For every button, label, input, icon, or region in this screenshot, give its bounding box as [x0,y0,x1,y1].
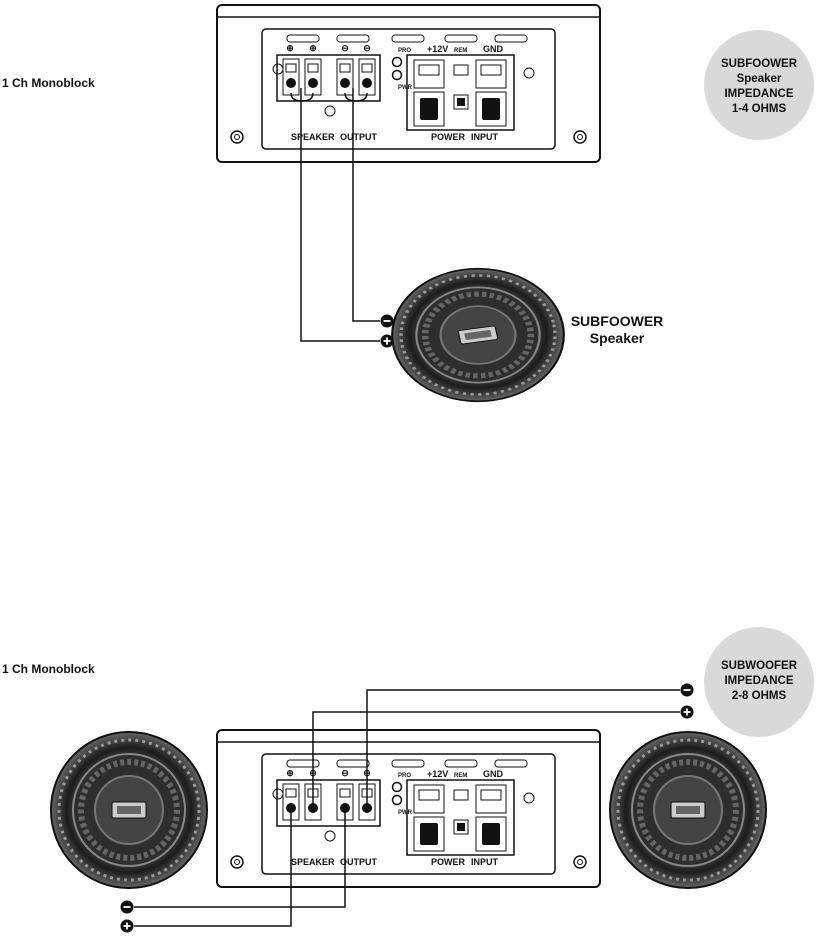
badge1-line2: Speaker [737,73,782,85]
amplifier-2: PRO PWR +12V REM GND SPEAKER OUTPUT POWE… [216,729,601,888]
gnd-label: GND [483,44,504,54]
speaker1-label-line2: Speaker [590,330,645,346]
speaker-terminal-label-2: SPEAKER [291,857,335,867]
pro-label: PRO [398,48,411,54]
badge1-line3: IMPEDANCE [724,88,793,100]
output-terminal-label-2: OUTPUT [340,857,378,867]
wires-1 [300,88,380,342]
negative-terminal-icon [379,313,395,329]
wires-2 [134,689,680,927]
rem-label: REM [454,48,467,54]
diagram2-heading: 1 Ch Monoblock [2,662,95,676]
impedance-badge-1: SUBFOOWER Speaker IMPEDANCE 1-4 OHMS [704,30,814,140]
diagram1-heading: 1 Ch Monoblock [2,76,95,90]
badge2-line3: 2-8 OHMS [732,690,787,702]
gnd-label-2: GND [483,769,504,779]
positive-terminal-icon-2 [679,704,695,720]
power-label: POWER [431,132,466,142]
positive-terminal-icon-3 [119,918,135,934]
pwr-label: PWR [398,85,413,91]
subwoofer-right [610,732,766,888]
pro-label-2: PRO [398,773,411,779]
subwoofer-left [51,732,207,888]
v12-label: +12V [427,44,448,54]
input-label-2: INPUT [471,857,499,867]
pwr-label-2: PWR [398,810,413,816]
badge2-line1: SUBWOOFER [721,660,798,672]
subwoofer-speaker-1 [379,258,578,412]
power-label-2: POWER [431,857,466,867]
speaker-terminal-label: SPEAKER [291,132,335,142]
badge1-line1: SUBFOOWER [721,58,798,70]
input-label: INPUT [471,132,499,142]
negative-terminal-icon-2 [679,682,695,698]
badge2-line2: IMPEDANCE [724,675,793,687]
v12-label-2: +12V [427,769,448,779]
output-terminal-label: OUTPUT [340,132,378,142]
negative-terminal-icon-3 [119,899,135,915]
amplifier-1: PRO PWR +12V REM GND SPEAKER OUTPUT POWE… [216,4,601,163]
speaker1-label-line1: SUBFOOWER [571,313,664,329]
badge1-line4: 1-4 OHMS [732,103,787,115]
rem-label-2: REM [454,773,467,779]
impedance-badge-2: SUBWOOFER IMPEDANCE 2-8 OHMS [704,627,814,737]
